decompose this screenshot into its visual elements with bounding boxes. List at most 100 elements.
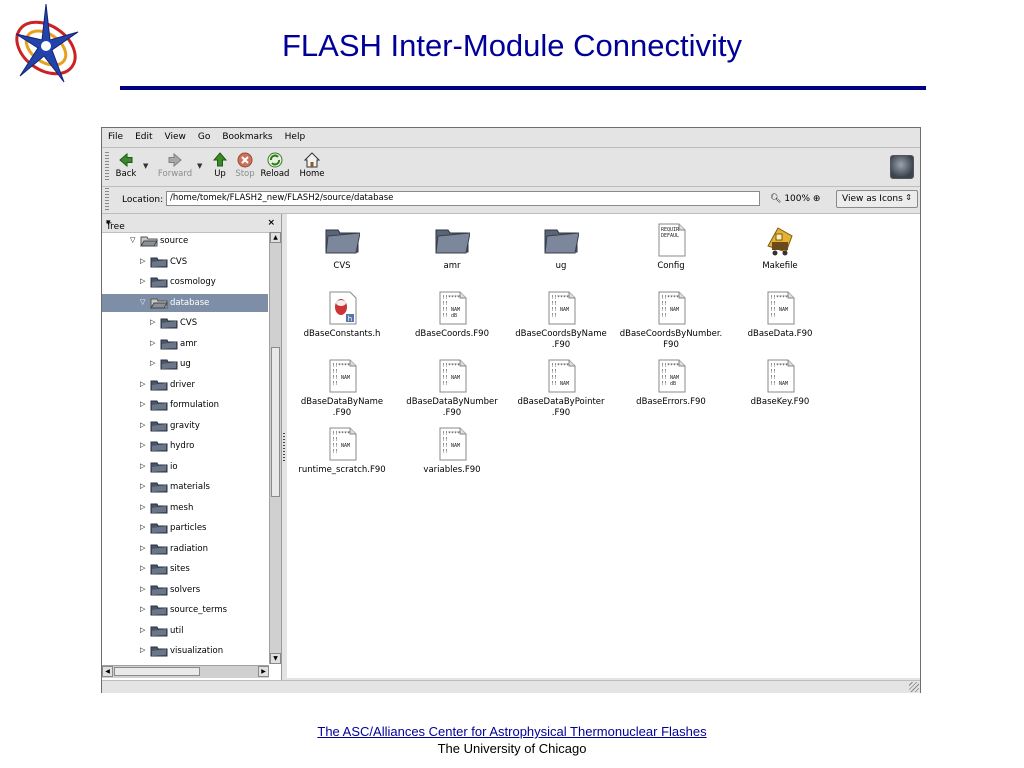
expand-triangle-icon[interactable]: ▷ [140,400,146,408]
menu-edit[interactable]: Edit [135,132,153,142]
scrollbar-thumb[interactable] [271,347,280,497]
up-button[interactable]: Up [208,151,232,179]
sidebar-item-amr[interactable]: ▷amr [102,335,268,353]
sidebar-item-cvs[interactable]: ▷CVS [102,314,268,332]
expand-triangle-icon[interactable]: ▷ [140,625,146,634]
menu-view[interactable]: View [164,132,186,142]
stop-button[interactable]: Stop [233,151,257,179]
sidebar-item-driver[interactable]: ▷driver [102,376,268,394]
sidebar-item-sites[interactable]: ▷sites [102,560,268,578]
zoom-out-icon[interactable]: 🔍︎ [770,194,782,204]
sidebar-item-cosmology[interactable]: ▷cosmology [102,273,268,291]
sidebar-item-source-terms[interactable]: ▷source_terms [102,601,268,619]
sidebar-item-io[interactable]: ▷io [102,458,268,476]
expand-triangle-icon[interactable]: ▷ [140,379,146,388]
expand-triangle-icon[interactable]: ▷ [150,318,156,326]
file-item[interactable]: !!****!!!! NAM!!dBaseData.F90 [725,290,835,340]
forward-button[interactable]: Forward [154,151,196,179]
expand-triangle-icon[interactable]: ▷ [140,461,146,470]
file-item[interactable]: !!****!!!! NAM!!dBaseCoordsByName.F90 [506,290,616,351]
file-item[interactable]: !!****!!!! NAM!!dBaseDataByName.F90 [287,358,397,419]
footer-link[interactable]: The ASC/Alliances Center for Astrophysic… [317,724,707,739]
hscrollbar-thumb[interactable] [114,667,200,676]
sidebar-item-radiation[interactable]: ▷radiation [102,540,268,558]
sidebar-item-source[interactable]: ▽ source [102,232,268,250]
expand-triangle-icon[interactable]: ▷ [140,277,146,285]
expand-triangle-icon[interactable]: ▷ [140,646,146,654]
sidebar-item-formulation[interactable]: ▷formulation [102,396,268,414]
expand-triangle-icon[interactable]: ▷ [140,502,146,511]
menu-file[interactable]: File [108,132,124,142]
title-rule [120,86,926,90]
resize-grip-icon[interactable] [909,682,919,692]
view-as-select[interactable]: View as Icons ⇕ [836,190,918,208]
expand-triangle-icon[interactable]: ▷ [140,584,146,593]
file-item[interactable]: !!****!!!! NAM!!dBaseDataByNumber.F90 [397,358,507,419]
location-bar-grip[interactable] [105,188,109,210]
file-item[interactable]: !!****!!!! NAM!!runtime_scratch.F90 [287,426,397,476]
collapse-triangle-icon[interactable]: ▽ [140,297,146,306]
sidebar-item-materials[interactable]: ▷materials [102,478,268,496]
sidebar-item-gravity[interactable]: ▷gravity [102,417,268,435]
sidebar-item-mesh[interactable]: ▷mesh [102,499,268,517]
scroll-down-icon[interactable]: ▼ [270,653,281,664]
sidebar-mode-select[interactable]: Tree ▾ [106,218,125,232]
expand-triangle-icon[interactable]: ▷ [140,523,146,531]
location-input[interactable]: /home/tomek/FLASH2_new/FLASH2/source/dat… [166,191,760,206]
scroll-right-icon[interactable]: ▶ [258,666,269,677]
zoom-level[interactable]: 100% [784,194,811,204]
sidebar-item-label: visualization [170,646,224,656]
sidebar-item-util[interactable]: ▷util [102,622,268,640]
sidebar-vertical-scrollbar[interactable]: ▲ ▼ [269,232,281,664]
sidebar-item-database[interactable]: ▽database [102,293,268,312]
menu-go[interactable]: Go [197,132,211,142]
scroll-left-icon[interactable]: ◀ [102,666,113,677]
reload-button[interactable]: Reload [259,151,291,179]
zoom-in-icon[interactable]: ⊕ [812,194,821,204]
file-item[interactable]: amr [397,222,507,272]
sidebar-item-ug[interactable]: ▷ug [102,355,268,373]
expand-triangle-icon[interactable]: ▷ [140,605,146,613]
menu-bookmarks[interactable]: Bookmarks [222,132,273,142]
collapse-triangle-icon[interactable]: ▽ [130,236,136,244]
menu-help[interactable]: Help [284,132,306,142]
sidebar-item-visualization[interactable]: ▷ visualization [102,642,268,660]
expand-triangle-icon[interactable]: ▷ [140,256,146,265]
expand-triangle-icon[interactable]: ▷ [140,564,146,572]
expand-triangle-icon[interactable]: ▷ [150,338,156,347]
forward-history-dropdown-icon[interactable]: ▼ [197,162,203,170]
close-sidebar-icon[interactable]: × [267,218,275,228]
sidebar-item-hydro[interactable]: ▷hydro [102,437,268,455]
sidebar-item-cvs[interactable]: ▷CVS [102,253,268,271]
scroll-up-icon[interactable]: ▲ [270,232,281,243]
home-button[interactable]: Home [298,151,326,179]
sidebar-item-label: source [160,236,189,246]
pane-resize-handle[interactable] [283,433,285,461]
back-history-dropdown-icon[interactable]: ▼ [143,162,149,170]
file-item[interactable]: !!****!!!! NAM!!dBaseCoordsByNumber.F90 [616,290,726,351]
file-name: Makefile [762,261,798,271]
expand-triangle-icon[interactable]: ▷ [140,441,146,449]
sidebar-horizontal-scrollbar[interactable]: ◀ ▶ [102,665,269,678]
expand-triangle-icon[interactable]: ▷ [140,420,146,429]
sidebar-item-particles[interactable]: ▷particles [102,519,268,537]
file-item[interactable]: CVS [287,222,397,272]
file-item[interactable]: Makefile [725,222,835,272]
file-item[interactable]: !!****!!!! NAM!!variables.F90 [397,426,507,476]
sidebar-header-label: Tree [106,222,125,232]
expand-triangle-icon[interactable]: ▷ [150,359,156,367]
source-file-icon: !!****!!!! NAM!! dB [439,291,467,325]
sidebar-item-solvers[interactable]: ▷solvers [102,581,268,599]
expand-triangle-icon[interactable]: ▷ [140,543,146,552]
back-button[interactable]: Back [112,151,140,179]
zoom-control[interactable]: 🔍︎ 100% ⊕ [770,194,820,204]
toolbar-grip[interactable] [105,152,109,182]
file-item[interactable]: ug [506,222,616,272]
expand-triangle-icon[interactable]: ▷ [140,482,146,490]
